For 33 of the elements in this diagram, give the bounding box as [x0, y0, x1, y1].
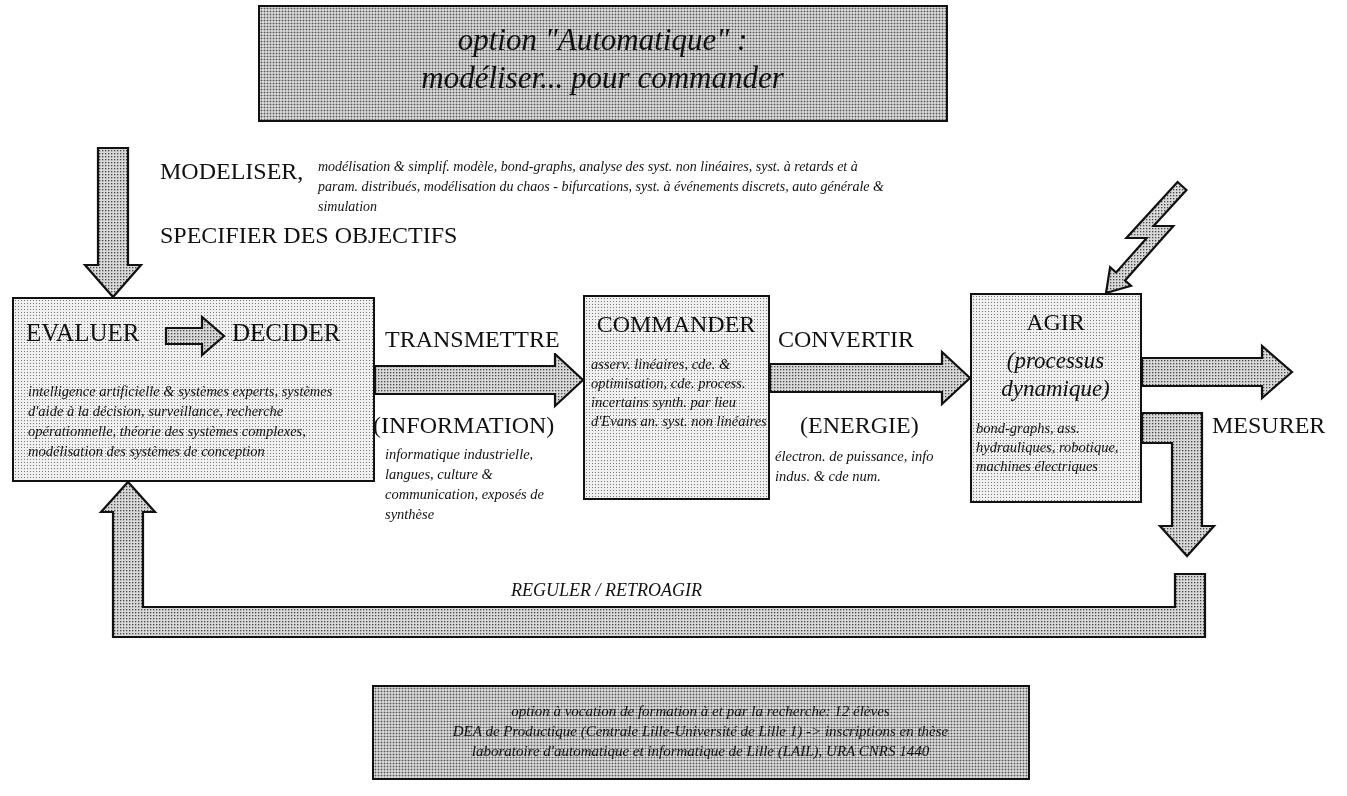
heading: option à vocation de formation à et par la recherche: 12 élèves [510, 703, 891, 720]
process-box [12, 297, 375, 482]
heading: SPECIFIER DES OBJECTIFS [160, 222, 459, 249]
text: asserv. linéaires, cde. & optimisation, cde. process. incertains synth. par lieu d'Evans an. syst. non linéaires [591, 355, 768, 431]
process-box [583, 295, 770, 500]
heading: AGIR [1025, 309, 1086, 336]
text: (processus dynamique) [1000, 347, 1111, 403]
title-box [258, 5, 948, 122]
arrow [98, 480, 1207, 639]
arrow [1104, 180, 1188, 295]
text: bond-graphs, ass. hydrauliques, robotique, machines électriques [976, 419, 1120, 476]
info-box [372, 685, 1030, 780]
heading: MESURER [1212, 412, 1327, 439]
arrow [164, 314, 226, 358]
description: modélisation & simplif. modèle, bond-graphs, analyse des syst. non linéaires, syst. à retards et à param. distribués, modélisation du chaos - bifurcations, syst. à événements discrets, auto générale & simulation [318, 158, 885, 216]
heading: EVALUER [26, 319, 141, 347]
arrow [373, 351, 585, 409]
process-box [970, 293, 1142, 503]
text: DEA de Productique (Centrale Lille-Université de Lille 1) -> inscriptions en thèse [451, 723, 950, 740]
heading: (INFORMATION) [373, 412, 556, 439]
arrow [1140, 411, 1217, 558]
arrow [1140, 343, 1294, 401]
text: intelligence artificielle & systèmes experts, systèmes d'aide à la décision, surveillance, recherche opérationnelle, théorie des systèmes complexes, modélisation des systèmes de conception [28, 382, 334, 461]
title: option "Automatique" : modéliser... pour commander [420, 21, 785, 97]
arrow [768, 349, 972, 407]
heading: MODELISER, [160, 158, 305, 185]
heading: (ENERGIE) [800, 412, 920, 439]
arrow [82, 146, 144, 299]
description: informatique industrielle, langues, culture & communication, exposés de synthèse [385, 445, 546, 524]
text: laboratoire d'automatique et informatique de Lille (LAIL), URA CNRS 1440 [470, 743, 931, 760]
description: électron. de puissance, info indus. & cde num. [775, 447, 935, 486]
heading: COMMANDER [595, 311, 757, 338]
heading: DECIDER [232, 319, 342, 347]
